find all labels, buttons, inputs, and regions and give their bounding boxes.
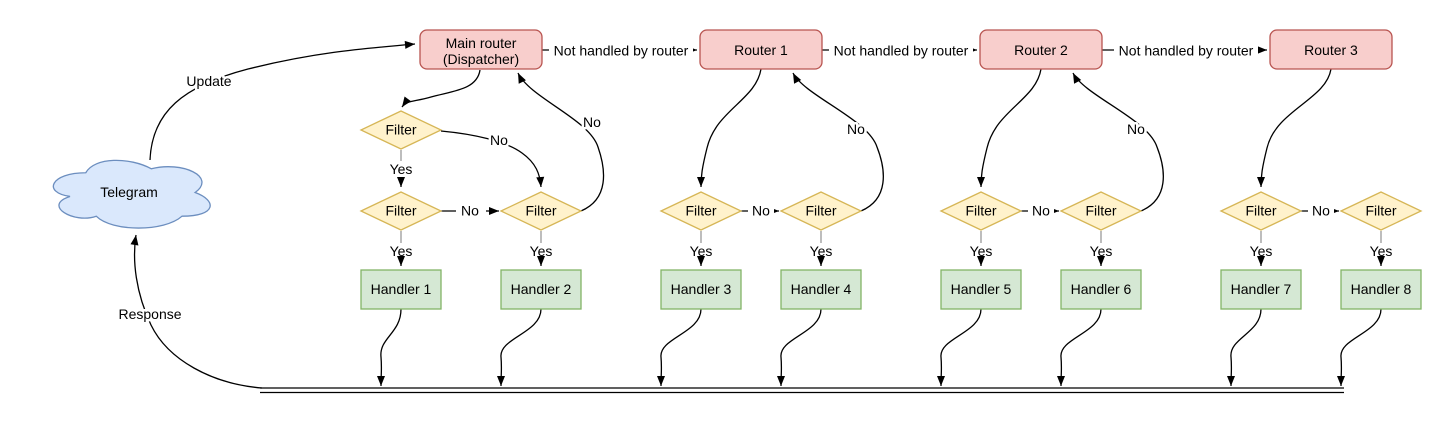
no-label: No (461, 203, 479, 219)
no-label: No (847, 121, 865, 137)
router1-to-filter-edge (697, 68, 762, 188)
handler-5-label: Handler 5 (951, 281, 1012, 297)
filter-label: Filter (1245, 203, 1276, 219)
filter-label: Filter (965, 203, 996, 219)
filter-label: Filter (385, 203, 416, 219)
handler-2-node (500, 269, 582, 310)
handler-6-label: Handler 6 (1071, 281, 1132, 297)
handler-4-label: Handler 4 (791, 281, 852, 297)
update-edge (149, 40, 416, 161)
no-label: No (1312, 203, 1330, 219)
telegram-label: Telegram (100, 184, 158, 200)
no-label: No (1127, 121, 1145, 137)
router3-to-filter-edge (1257, 68, 1332, 188)
filter-label: Filter (1085, 203, 1116, 219)
handler-7-node (1220, 269, 1302, 310)
filter-diamond-3 (659, 191, 743, 231)
no-label: No (490, 132, 508, 148)
telegram-cloud (52, 159, 211, 229)
no-label-bg (1028, 203, 1054, 219)
no-label-bg (456, 203, 486, 219)
handler7-to-bus-edge (1227, 308, 1262, 387)
handler3-to-bus-edge (657, 308, 702, 387)
handler4-to-bus-edge (777, 308, 822, 387)
handler8-to-bus-edge (1337, 308, 1382, 387)
response-label: Response (118, 306, 181, 322)
filter-label: Filter (685, 203, 716, 219)
yes-label: Yes (530, 243, 553, 259)
yes-label: Yes (390, 243, 413, 259)
handler-6-node (1060, 269, 1142, 310)
filter-diamond-5 (939, 191, 1023, 231)
handler-8-label: Handler 8 (1351, 281, 1412, 297)
yes-label: Yes (1250, 243, 1273, 259)
router-3-node (1269, 29, 1393, 70)
handler2-to-bus-edge (497, 308, 542, 387)
handler-2-label: Handler 2 (511, 281, 572, 297)
handler1-to-bus-edge (377, 308, 402, 387)
yes-label: Yes (1370, 243, 1393, 259)
filter-no-curve-main (440, 130, 545, 188)
handler5-to-bus-edge (937, 308, 982, 387)
yes-label: Yes (970, 243, 993, 259)
not-handled-label-1: Not handled by router (554, 43, 689, 59)
handler-1-node (360, 269, 442, 310)
nodes-layer: Telegram Main router (Dispatcher) Router… (52, 29, 1423, 310)
not-handled-label-bg (829, 42, 973, 59)
not-handled-label-bg (1114, 42, 1258, 59)
filter-diamond-8 (1339, 191, 1423, 231)
router-2-label: Router 2 (1014, 42, 1068, 58)
update-label: Update (186, 73, 231, 89)
filter-diamond-1 (359, 191, 443, 231)
filter-label: Filter (1365, 203, 1396, 219)
filter-diamond-6 (1059, 191, 1143, 231)
handler-3-node (660, 269, 742, 310)
loopback-edge-router2 (1072, 72, 1164, 212)
router-1-label: Router 1 (734, 42, 788, 58)
response-edge (130, 234, 263, 389)
filter-diamond-7 (1219, 191, 1303, 231)
yes-label: Yes (690, 243, 713, 259)
router2-to-filter-edge (977, 68, 1042, 188)
main-router-node (419, 29, 543, 70)
no-label-bg (748, 203, 774, 219)
no-label: No (1032, 203, 1050, 219)
handler-1-label: Handler 1 (371, 281, 432, 297)
handler-8-node (1340, 269, 1422, 310)
not-handled-label-2: Not handled by router (834, 43, 969, 59)
no-label: No (583, 114, 601, 130)
router-3-label: Router 3 (1304, 42, 1358, 58)
handler-7-label: Handler 7 (1231, 281, 1292, 297)
loopback-edge-router1 (792, 72, 884, 212)
no-label-bg (1308, 203, 1334, 219)
router-2-node (979, 29, 1103, 70)
filter-diamond-4 (779, 191, 863, 231)
filter-label: Filter (805, 203, 836, 219)
not-handled-label-bg (549, 42, 693, 59)
router-1-node (699, 29, 823, 70)
filter-label: Filter (385, 122, 416, 138)
loopback-edge-main (517, 72, 605, 212)
handler-3-label: Handler 3 (671, 281, 732, 297)
handler6-to-bus-edge (1057, 308, 1102, 387)
main-router-label-line2: (Dispatcher) (443, 51, 519, 67)
edge-labels-layer: Not handled by router Not handled by rou… (116, 42, 1393, 325)
not-handled-label-3: Not handled by router (1119, 43, 1254, 59)
response-bus-line (260, 387, 1344, 394)
dispatcher-to-filter-edge (401, 69, 481, 108)
yes-label: Yes (1090, 243, 1113, 259)
no-label: No (752, 203, 770, 219)
handler-4-node (780, 269, 862, 310)
handler-5-node (940, 269, 1022, 310)
filter-label: Filter (525, 203, 556, 219)
filter-diamond-top (359, 110, 443, 150)
main-router-label-line1: Main router (446, 35, 517, 51)
filter-diamond-2 (499, 191, 583, 231)
yes-label: Yes (390, 161, 413, 177)
yes-label: Yes (810, 243, 833, 259)
